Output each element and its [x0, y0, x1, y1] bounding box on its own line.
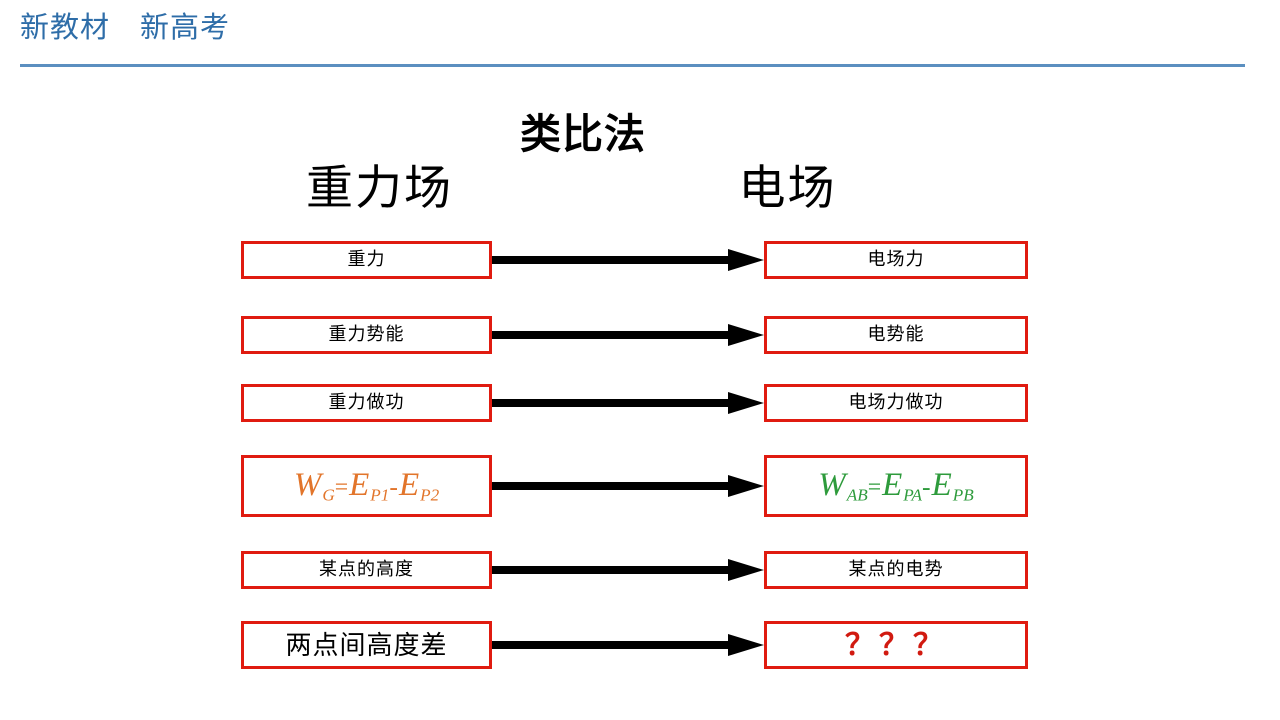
column-heading-electric-field: 电场	[738, 161, 837, 214]
formula-minus: -	[389, 471, 399, 501]
formula-term2-sub: P2	[420, 485, 440, 505]
concept-box-gravitational-potential-energy[interactable]: 重力势能	[241, 316, 492, 354]
formula-gravity-work: WG=EP1-EP2	[293, 466, 440, 505]
formula-term1-sub: PA	[903, 485, 923, 505]
formula-symbol-w: W	[818, 466, 847, 503]
concept-box-point-height[interactable]: 某点的高度	[241, 551, 492, 589]
formula-minus: -	[922, 471, 932, 501]
header-divider	[20, 64, 1245, 67]
column-heading-gravity-field: 重力场	[306, 161, 453, 214]
page-title: 类比法	[520, 111, 646, 157]
formula-equals: =	[867, 474, 883, 501]
formula-box-electric-force-work[interactable]: WAB=EPA-EPB	[764, 455, 1028, 517]
right-arrow-icon	[492, 322, 764, 348]
concept-box-electric-potential-energy[interactable]: 电势能	[764, 316, 1028, 354]
formula-sub-g: G	[322, 485, 335, 505]
formula-term2-sub: PB	[952, 485, 974, 505]
formula-box-gravity-work[interactable]: WG=EP1-EP2	[241, 455, 492, 517]
right-arrow-icon	[492, 557, 764, 583]
formula-term2-e: E	[398, 466, 421, 503]
right-arrow-icon	[492, 632, 764, 658]
concept-box-unknown-question[interactable]: ？？？	[764, 621, 1028, 669]
formula-equals: =	[334, 474, 350, 501]
right-arrow-icon	[492, 390, 764, 416]
concept-box-gravity-work[interactable]: 重力做功	[241, 384, 492, 422]
concept-box-electric-force[interactable]: 电场力	[764, 241, 1028, 279]
slide-header: 新教材 新高考	[0, 0, 1280, 72]
formula-term1-e: E	[882, 466, 904, 503]
formula-electric-force-work: WAB=EPA-EPB	[818, 466, 974, 505]
concept-box-point-potential[interactable]: 某点的电势	[764, 551, 1028, 589]
formula-term2-e: E	[931, 466, 953, 503]
formula-sub-ab: AB	[846, 485, 868, 505]
concept-box-height-difference[interactable]: 两点间高度差	[241, 621, 492, 669]
concept-box-electric-force-work[interactable]: 电场力做功	[764, 384, 1028, 422]
concept-box-gravity-force[interactable]: 重力	[241, 241, 492, 279]
formula-term1-sub: P1	[370, 485, 390, 505]
formula-term1-e: E	[349, 466, 371, 503]
header-title: 新教材 新高考	[20, 12, 231, 44]
right-arrow-icon	[492, 247, 764, 273]
formula-symbol-w: W	[293, 466, 323, 503]
right-arrow-icon	[492, 473, 764, 499]
